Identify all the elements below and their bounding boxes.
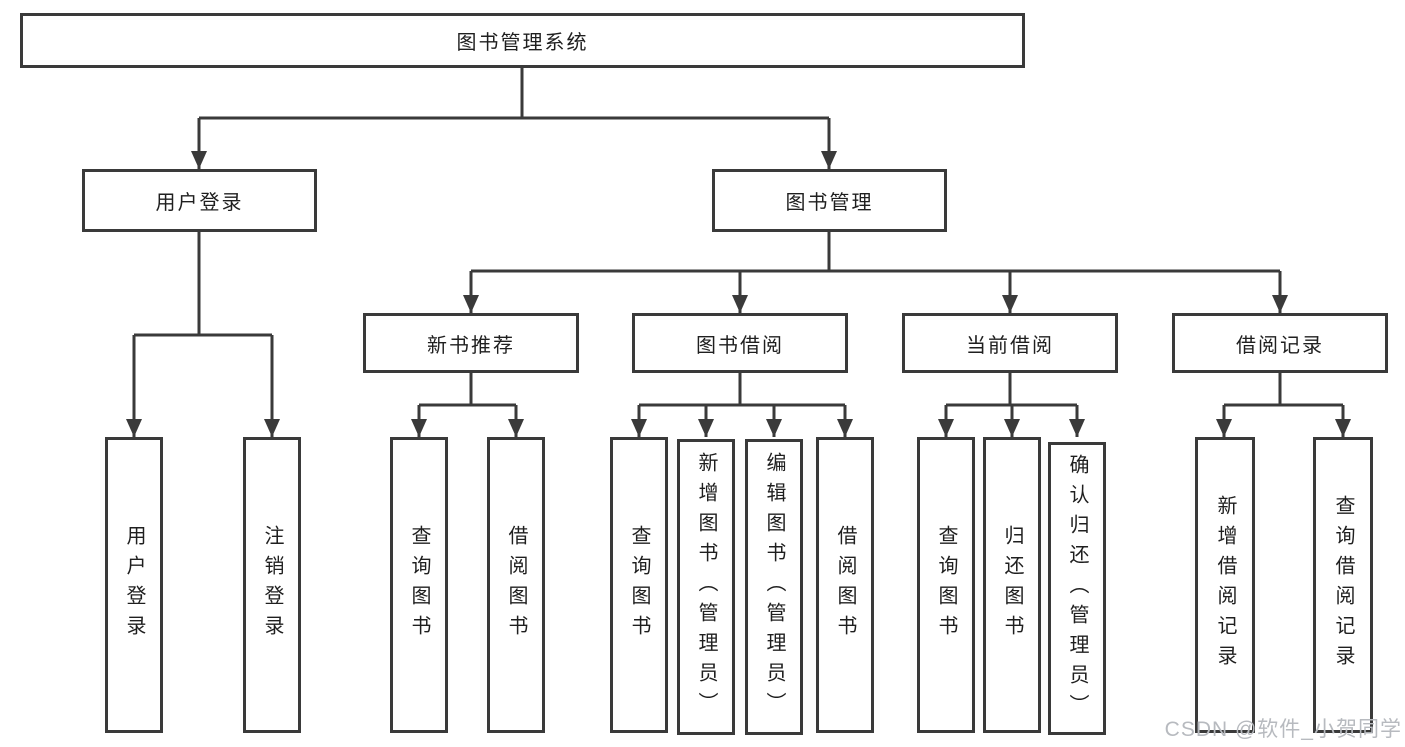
leaf-add-books-admin: 新增图书（管理员） [677,439,735,735]
csdn-watermark: CSDN @软件_小贺同学 [1164,718,1402,741]
node-book-borrowing: 图书借阅 [632,313,848,373]
leaf-query-books-3: 查询图书 [917,437,975,733]
leaf-query-books-1: 查询图书 [390,437,448,733]
leaf-query-books-2: 查询图书 [610,437,668,733]
node-root: 图书管理系统 [20,13,1025,68]
leaf-edit-books-admin: 编辑图书（管理员） [745,439,803,735]
leaf-borrow-books-2: 借阅图书 [816,437,874,733]
leaf-user-login: 用户登录 [105,437,163,733]
leaf-logout: 注销登录 [243,437,301,733]
node-new-book-recommend: 新书推荐 [363,313,579,373]
node-user-login: 用户登录 [82,169,317,232]
leaf-add-borrow-record: 新增借阅记录 [1195,437,1255,733]
leaf-borrow-books-1: 借阅图书 [487,437,545,733]
leaf-return-books: 归还图书 [983,437,1041,733]
node-book-management: 图书管理 [712,169,947,232]
leaf-query-borrow-record: 查询借阅记录 [1313,437,1373,733]
node-current-borrowing: 当前借阅 [902,313,1118,373]
leaf-confirm-return-admin: 确认归还（管理员） [1048,442,1106,735]
node-borrow-records: 借阅记录 [1172,313,1388,373]
